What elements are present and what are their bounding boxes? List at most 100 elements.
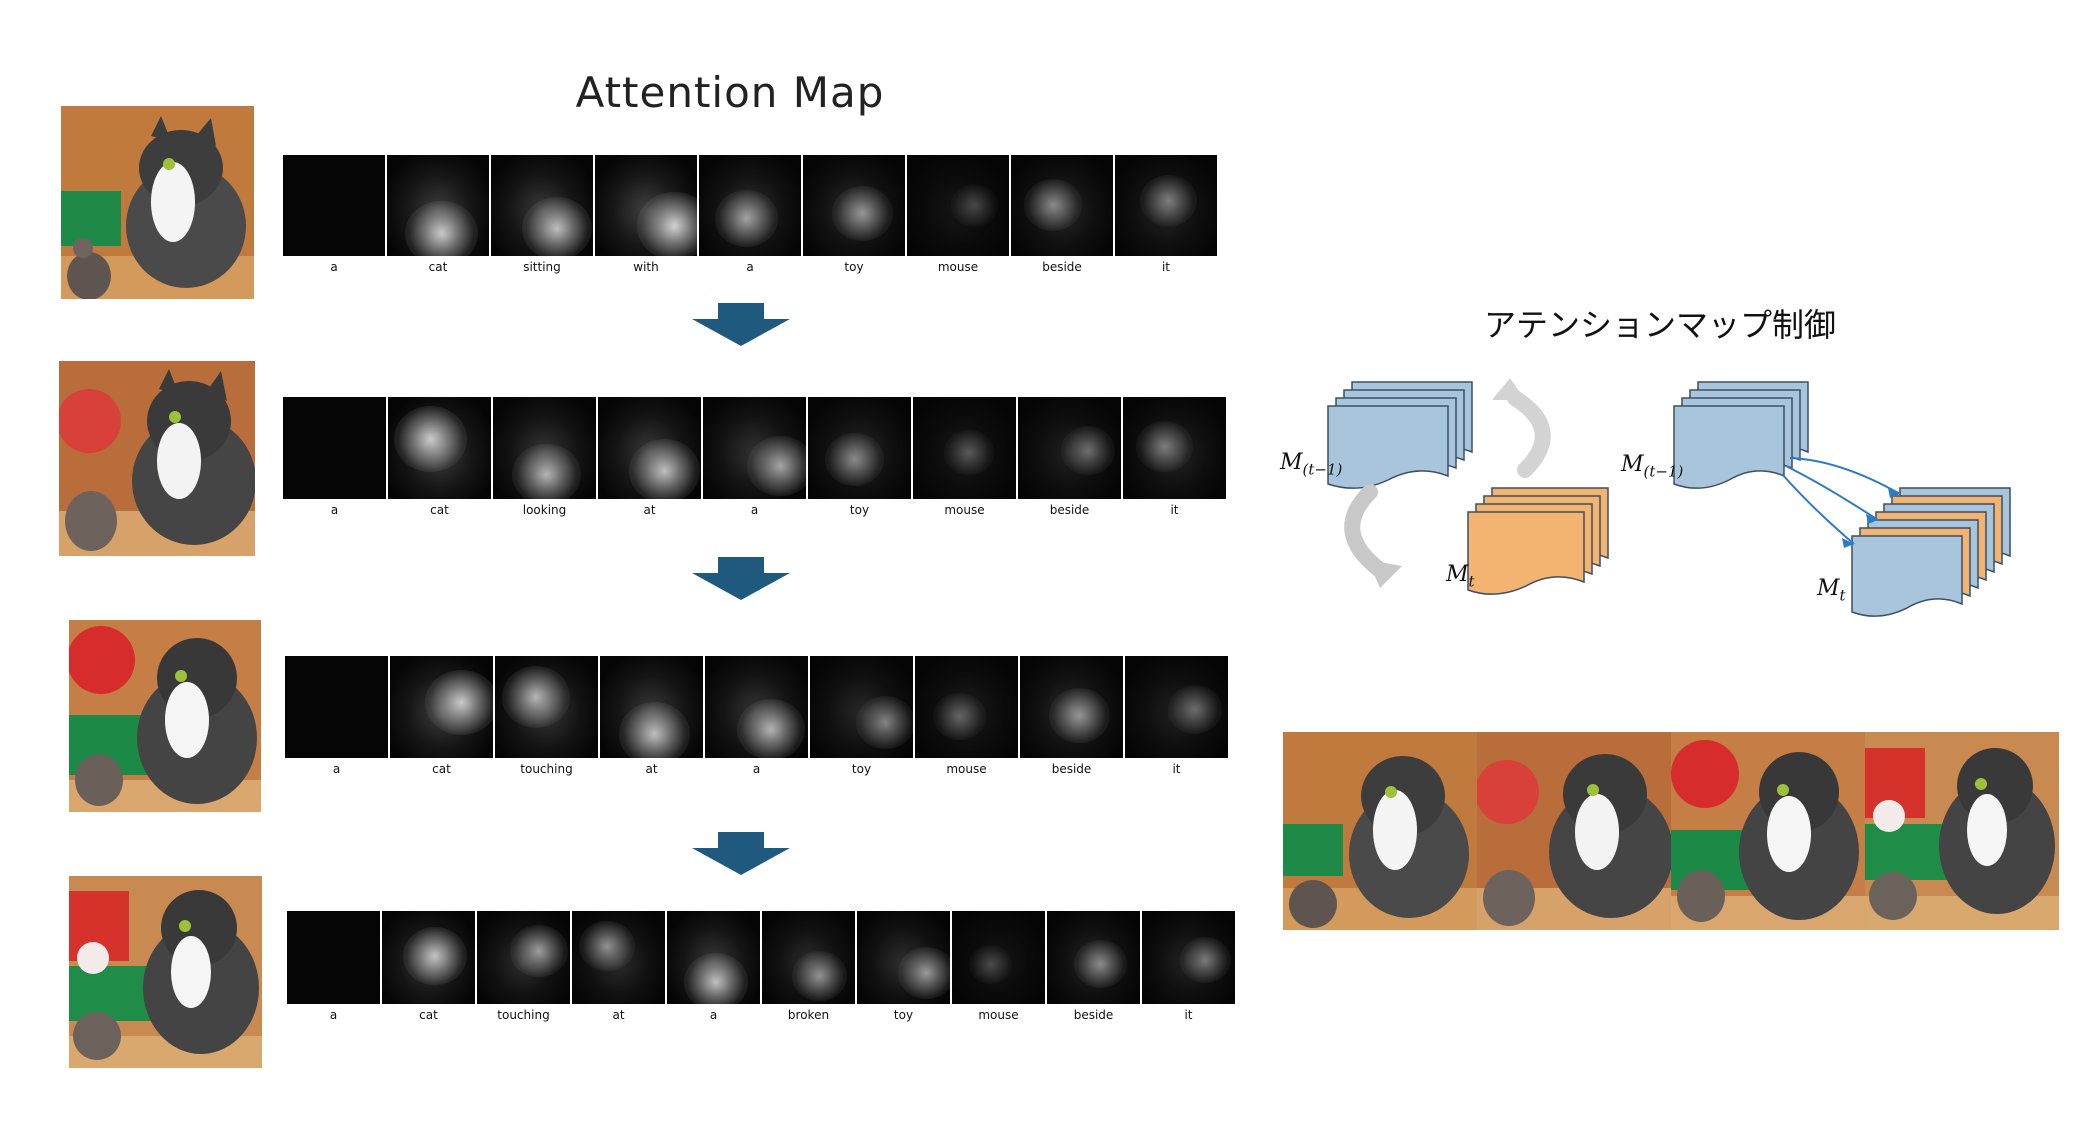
token-label: cat: [430, 503, 449, 517]
token-label: beside: [1049, 503, 1090, 517]
attention-heatmap: [952, 911, 1045, 1004]
attention-heatmap: [1011, 155, 1113, 256]
token-label: cat: [419, 1008, 438, 1022]
token-label: mouse: [978, 1008, 1019, 1022]
label-m-t-left: Mt: [1446, 562, 1475, 591]
attention-cell: a: [699, 155, 801, 278]
controlled-image-3: [1671, 732, 1865, 930]
attention-heatmap: [915, 656, 1018, 758]
map-stack-current-left: [1467, 487, 1609, 595]
token-label: mouse: [944, 503, 985, 517]
generated-image-1: [61, 106, 254, 299]
attention-heatmap: [803, 155, 905, 256]
map-stack-prev-right: [1673, 381, 1809, 489]
token-label: touching: [497, 1008, 550, 1022]
attention-cell: broken: [762, 911, 855, 1026]
controlled-image-2: [1477, 732, 1671, 930]
token-label: a: [750, 503, 759, 517]
attention-cell: it: [1115, 155, 1217, 278]
label-m-prev-left: M(t−1): [1280, 450, 1343, 479]
attention-cell: mouse: [907, 155, 1009, 278]
label-m-prev-right: M(t−1): [1621, 452, 1684, 481]
attention-cell: cat: [388, 397, 491, 521]
attention-heatmap: [808, 397, 911, 499]
controlled-image-1: [1283, 732, 1477, 930]
label-m-t-right: Mt: [1817, 576, 1846, 605]
attention-cell: mouse: [952, 911, 1045, 1026]
attention-cell: it: [1142, 911, 1235, 1026]
attention-cell: looking: [493, 397, 596, 521]
token-label: at: [612, 1008, 625, 1022]
attention-cell: mouse: [915, 656, 1018, 780]
map-stack-prev-left: [1327, 381, 1473, 489]
attention-cell: it: [1123, 397, 1226, 521]
cycle-arrow-icon: [1344, 378, 1551, 588]
attention-cell: at: [572, 911, 665, 1026]
attention-heatmap: [705, 656, 808, 758]
attention-cell: cat: [382, 911, 475, 1026]
token-label: at: [645, 762, 658, 776]
attention-heatmap: [810, 656, 913, 758]
attention-cell: beside: [1020, 656, 1123, 780]
attention-heatmap: [388, 397, 491, 499]
attention-heatmap: [1047, 911, 1140, 1004]
attention-heatmap: [495, 656, 598, 758]
attention-heatmap: [857, 911, 950, 1004]
attention-cell: cat: [390, 656, 493, 780]
token-label: a: [330, 503, 339, 517]
controlled-image-strip: [1283, 732, 2059, 930]
token-label: it: [1184, 1008, 1193, 1022]
attention-cell: a: [667, 911, 760, 1026]
attention-heatmap: [1142, 911, 1235, 1004]
token-label: beside: [1073, 1008, 1114, 1022]
token-label: cat: [428, 260, 448, 274]
attention-cell: sitting: [491, 155, 593, 278]
attention-strip-2: a cat looking at a toy mouse beside it: [283, 397, 1226, 521]
token-label: a: [709, 1008, 718, 1022]
attention-cell: beside: [1047, 911, 1140, 1026]
attention-heatmap: [907, 155, 1009, 256]
attention-cell: a: [283, 155, 385, 278]
token-label: with: [633, 260, 659, 274]
controlled-image-4: [1865, 732, 2059, 930]
attention-heatmap: [1115, 155, 1217, 256]
attention-heatmap: [913, 397, 1016, 499]
attention-heatmap: [1018, 397, 1121, 499]
attention-cell: toy: [808, 397, 911, 521]
token-label: it: [1161, 260, 1171, 274]
attention-cell: toy: [803, 155, 905, 278]
token-label: cat: [432, 762, 451, 776]
attention-heatmap: [699, 155, 801, 256]
token-label: a: [752, 762, 761, 776]
attention-heatmap: [667, 911, 760, 1004]
token-label: a: [330, 260, 338, 274]
token-label: at: [643, 503, 656, 517]
attention-cell: cat: [387, 155, 489, 278]
attention-heatmap: [382, 911, 475, 1004]
attention-heatmap: [285, 656, 388, 758]
token-label: beside: [1051, 762, 1092, 776]
attention-heatmap: [491, 155, 593, 256]
attention-cell: touching: [495, 656, 598, 780]
token-label: toy: [844, 260, 864, 274]
map-stack-merged-right: [1851, 487, 2011, 617]
attention-control-diagram: [1327, 378, 2011, 617]
attention-cell: toy: [857, 911, 950, 1026]
token-label: toy: [893, 1008, 914, 1022]
down-arrow-icon: [692, 303, 790, 346]
attention-cell: with: [595, 155, 697, 278]
attention-cell: it: [1125, 656, 1228, 780]
control-title: アテンションマップ制御: [1483, 306, 1836, 344]
link-arrow-icon: [1781, 457, 1901, 545]
attention-cell: a: [703, 397, 806, 521]
attention-heatmap: [390, 656, 493, 758]
token-label: a: [746, 260, 754, 274]
attention-cell: beside: [1018, 397, 1121, 521]
token-label: a: [332, 762, 341, 776]
attention-heatmap: [762, 911, 855, 1004]
attention-cell: toy: [810, 656, 913, 780]
attention-cell: a: [285, 656, 388, 780]
